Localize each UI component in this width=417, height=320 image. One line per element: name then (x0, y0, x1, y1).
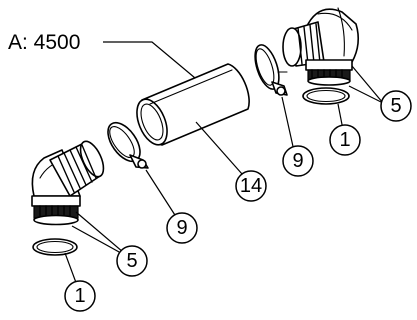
callout-1-lower: 1 (64, 280, 96, 312)
svg-text:1: 1 (74, 285, 85, 307)
svg-text:14: 14 (240, 175, 262, 197)
elbow-lower-left (31, 140, 105, 226)
o-ring-lower (32, 238, 78, 256)
svg-text:5: 5 (390, 95, 401, 117)
straight-pipe (136, 63, 250, 146)
callout-5-lower: 5 (116, 245, 148, 277)
svg-text:9: 9 (292, 150, 303, 172)
callout-9-lower: 9 (166, 212, 198, 244)
callout-9-upper: 9 (282, 145, 314, 177)
elbow-upper-right (282, 7, 360, 86)
svg-text:9: 9 (176, 217, 187, 239)
svg-text:5: 5 (126, 250, 137, 272)
callout-14: 14 (235, 170, 267, 202)
hose-clamp-lower (107, 121, 149, 169)
hose-clamp-upper (254, 44, 288, 96)
o-ring-upper (302, 87, 350, 105)
svg-text:1: 1 (339, 129, 350, 151)
callout-1-upper: 1 (329, 124, 361, 156)
dimension-label: A: 4500 (8, 31, 80, 54)
callout-5-upper: 5 (380, 90, 412, 122)
dimension-leader-line (103, 41, 214, 94)
